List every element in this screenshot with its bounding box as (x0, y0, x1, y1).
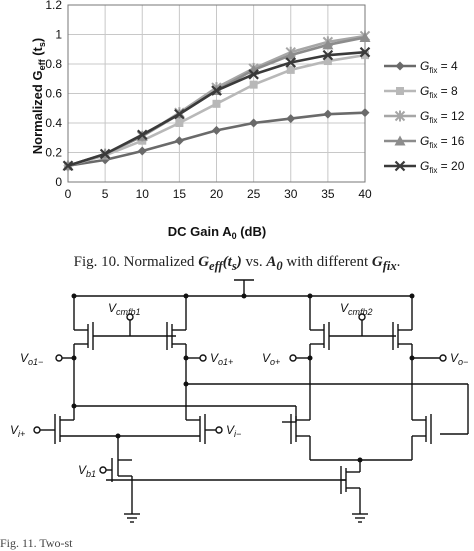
data-point (248, 69, 259, 80)
x-tick-label: 10 (136, 187, 150, 201)
stage1-nmos-left (33, 406, 118, 444)
x-tick-label: 15 (173, 187, 187, 201)
data-point (249, 118, 259, 128)
vo-plus-label: Vo+ (262, 351, 280, 367)
vo1-plus-label: Vo1+ (210, 351, 233, 367)
data-point (286, 65, 295, 74)
chart-ticks: 0 5 10 15 20 25 30 35 40 0 0.2 0.4 0.6 0.8 1 1.2 (45, 0, 372, 201)
data-point (286, 114, 296, 124)
y-tick-label: 0.4 (45, 116, 62, 130)
legend-label: Gfix = 16 (420, 134, 465, 150)
data-point (62, 160, 74, 172)
data-point (137, 146, 147, 156)
legend-label: Gfix = 12 (420, 109, 465, 125)
legend-marker (395, 61, 405, 71)
stage1-cmfb-node (126, 313, 134, 321)
legend-label: Gfix = 8 (420, 84, 458, 100)
legend-marker (394, 135, 406, 146)
vi-minus-label: Vi− (226, 423, 241, 439)
y-tick-label: 0 (55, 175, 62, 189)
stage2-nmos-right (411, 400, 432, 460)
legend-marker (396, 87, 404, 95)
y-axis-label: Normalized Geff (ts) (30, 38, 47, 154)
x-tick-label: 35 (321, 187, 335, 201)
stage2-pmos-right (392, 296, 413, 400)
data-point (99, 148, 111, 160)
legend-entry: Gfix = 16 (384, 134, 465, 150)
data-point (322, 39, 334, 50)
plot-frame (67, 4, 366, 183)
x-tick-label: 30 (284, 187, 298, 201)
x-axis-label: DC Gain A0 (dB) (168, 224, 266, 241)
data-point (323, 57, 332, 66)
figure-10-caption: Fig. 10. Normalized Geff(ts) vs. A0 with… (73, 254, 401, 273)
legend-entry: Gfix = 8 (384, 84, 458, 100)
vdd-rail (74, 279, 412, 297)
legend-entry: Gfix = 20 (384, 159, 465, 175)
legend-marker (394, 110, 406, 122)
vi-plus-label: Vi+ (10, 423, 25, 439)
data-point (359, 46, 371, 58)
chart-axes (67, 4, 366, 183)
data-point (211, 85, 222, 96)
data-point (322, 49, 334, 61)
chart-legend: Gfix = 4 Gfix = 8 Gfix = 12 Gfix = 16 Gfix =… (384, 59, 465, 175)
y-tick-label: 1.2 (45, 0, 62, 12)
legend-label: Gfix = 20 (420, 159, 465, 175)
y-tick-label: 0.2 (45, 146, 62, 160)
stage2-nmos-left (290, 400, 311, 460)
stage2-output-taps (289, 354, 447, 362)
vcmfb1-label: Vcmfb1 (108, 301, 141, 317)
data-point (360, 108, 370, 118)
data-point (285, 49, 297, 60)
y-tick-label: 0.6 (45, 87, 62, 101)
series-0 (63, 108, 370, 171)
data-point (323, 109, 333, 119)
tail-current-source (99, 458, 140, 523)
data-point (136, 129, 148, 141)
junction-dots (71, 293, 415, 463)
legend-marker (394, 160, 406, 172)
data-point (212, 99, 221, 108)
x-tick-label: 5 (102, 187, 109, 201)
legend-entry: Gfix = 12 (384, 109, 465, 125)
stage1-pmos-right (166, 296, 187, 406)
y-tick-label: 1 (55, 28, 62, 42)
legend-entry: Gfix = 4 (384, 59, 458, 75)
data-point (174, 108, 185, 120)
figure-11-caption: Fig. 11. Two-st (0, 536, 73, 550)
data-point (359, 31, 371, 42)
x-tick-label: 20 (210, 187, 224, 201)
stage2-cmfb-node (358, 313, 366, 321)
vcmfb2-label: Vcmfb2 (340, 301, 373, 317)
x-tick-label: 0 (65, 187, 72, 201)
stage2-tail-source (340, 460, 368, 523)
gain-chart: 0 5 10 15 20 25 30 35 40 0 0.2 0.4 0.6 0.8 1 1.2 DC Gai… (30, 0, 465, 241)
data-point (361, 51, 369, 60)
y-tick-label: 0.8 (45, 57, 62, 71)
data-point (212, 125, 221, 135)
x-tick-label: 25 (247, 187, 261, 201)
x-tick-label: 40 (358, 187, 372, 201)
stage1-nmos-right (118, 406, 223, 444)
data-point (174, 136, 184, 146)
data-point (285, 57, 297, 68)
series-4 (62, 46, 371, 172)
vo-minus-label: Vo− (450, 351, 468, 367)
chart-series (62, 30, 371, 172)
data-point (175, 119, 184, 127)
stage1-pmos-left (73, 296, 176, 406)
vo1-minus-label: Vo1− (20, 351, 43, 367)
data-point (249, 80, 258, 89)
vb1-label: Vb1 (78, 463, 96, 479)
stage-interconnect (74, 383, 469, 435)
amplifier-schematic: Vcmfb1 Vcmfb2 Vo1− Vo1+ Vo+ Vo− Vi+ Vi− … (10, 279, 469, 523)
legend-label: Gfix = 4 (420, 59, 458, 75)
